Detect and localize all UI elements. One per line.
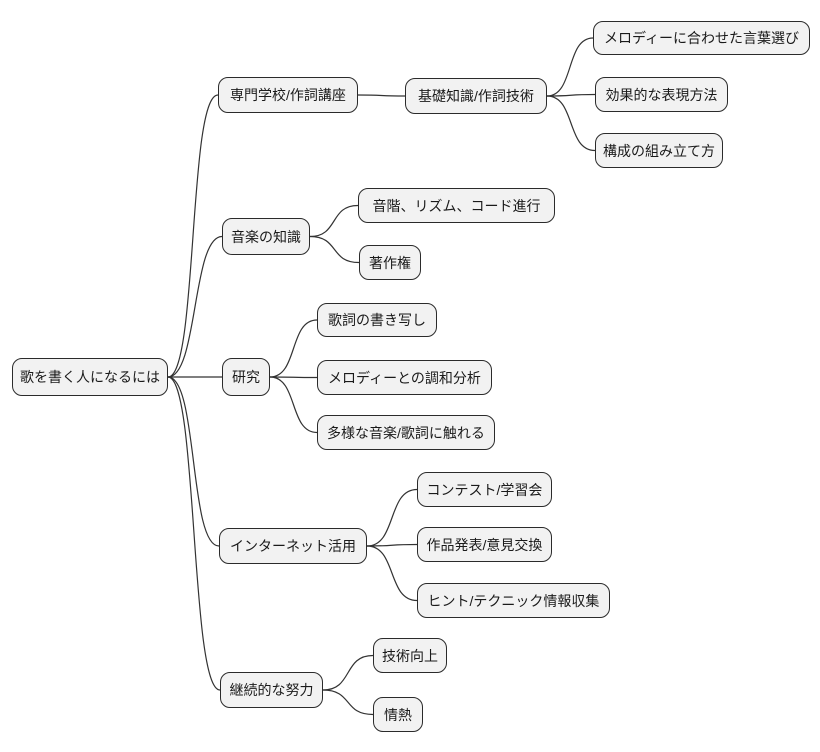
mindmap-node-label: メロディーとの調和分析 [328, 369, 481, 386]
mindmap-node-research: 研究 [222, 358, 270, 396]
mindmap-node-tips: ヒント/テクニック情報収集 [417, 583, 610, 618]
mindmap-node-label: 歌詞の書き写し [328, 312, 426, 328]
edge-internet-contests [366, 488, 418, 547]
mindmap-node-label: 多様な音楽/歌詞に触れる [327, 424, 485, 441]
edge-music-knowledge-scales [309, 204, 359, 238]
edge-root-music-knowledge [167, 235, 223, 378]
edge-basics-structure [546, 95, 596, 152]
mindmap-node-label: 基礎知識/作詞技術 [418, 88, 534, 104]
mindmap-node-improve: 技術向上 [373, 638, 447, 673]
mindmap-node-label: 専門学校/作詞講座 [230, 87, 346, 103]
mindmap-node-label: 効果的な表現方法 [605, 86, 718, 103]
mindmap-node-label: 音階、リズム、コード進行 [372, 197, 541, 214]
mindmap-node-word-choice: メロディーに合わせた言葉選び [593, 21, 810, 55]
mindmap-node-label: インターネット活用 [230, 538, 356, 554]
mindmap-node-label: 技術向上 [382, 647, 438, 664]
mindmap-node-harmony: メロディーとの調和分析 [317, 360, 492, 395]
edge-internet-tips [366, 545, 418, 602]
mindmap-node-label: 継続的な努力 [229, 682, 314, 698]
edge-school-basics [357, 94, 406, 97]
mindmap-node-scales: 音階、リズム、コード進行 [358, 188, 555, 223]
edge-basics-word-choice [546, 37, 594, 97]
mindmap-node-passion: 情熱 [373, 697, 423, 732]
edge-research-harmony [269, 376, 318, 379]
edge-effort-passion [322, 689, 374, 716]
edge-root-internet [167, 376, 220, 547]
mindmap-node-expression: 効果的な表現方法 [595, 77, 728, 112]
edge-root-school [167, 94, 219, 378]
mindmap-node-label: 構成の組み立て方 [603, 142, 715, 159]
edge-effort-improve [322, 654, 374, 691]
edge-basics-expression [546, 93, 596, 97]
mindmap-node-label: コンテスト/学習会 [426, 481, 543, 498]
mindmap-node-label: メロディーに合わせた言葉選び [603, 30, 800, 46]
mindmap-node-internet: インターネット活用 [219, 528, 367, 564]
mindmap-node-copyright: 著作権 [359, 245, 421, 280]
mindmap-node-effort: 継続的な努力 [220, 672, 323, 708]
edge-music-knowledge-copyright [309, 235, 360, 264]
mindmap-node-root: 歌を書く人になるには [12, 358, 168, 396]
mindmap-node-label: 歌を書く人になるには [20, 369, 160, 385]
mindmap-node-school: 専門学校/作詞講座 [218, 77, 358, 113]
mindmap-node-label: 情熱 [384, 706, 412, 723]
mindmap-node-transcribe: 歌詞の書き写し [317, 303, 437, 337]
mindmap-node-label: 著作権 [369, 254, 411, 271]
mindmap-node-label: 研究 [232, 369, 260, 385]
edge-research-exposure [269, 376, 318, 434]
mindmap-node-contests: コンテスト/学習会 [417, 472, 552, 507]
edge-internet-publish [366, 543, 418, 547]
mindmap-node-structure: 構成の組み立て方 [595, 133, 723, 168]
mindmap-node-label: 作品発表/意見交換 [426, 536, 543, 553]
mindmap-node-music-knowledge: 音楽の知識 [222, 218, 310, 255]
edge-research-transcribe [269, 319, 318, 378]
mindmap-node-basics: 基礎知識/作詞技術 [405, 78, 547, 114]
mindmap-node-label: ヒント/テクニック情報収集 [427, 592, 600, 609]
mindmap-node-label: 音楽の知識 [231, 228, 301, 245]
mindmap-node-publish: 作品発表/意見交換 [417, 527, 552, 562]
edge-root-effort [167, 376, 221, 691]
mindmap-node-exposure: 多様な音楽/歌詞に触れる [317, 415, 495, 450]
